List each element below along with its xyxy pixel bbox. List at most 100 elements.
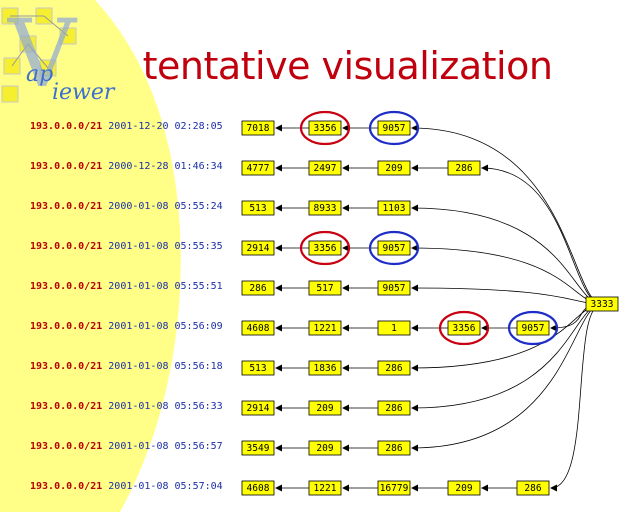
as-node	[241, 360, 275, 376]
as-number: 286	[524, 483, 541, 494]
as-node	[241, 280, 275, 296]
as-node	[447, 480, 481, 496]
as-number: 1221	[314, 483, 337, 494]
route-label: 193.0.0.0/21 2001-01-08 05:56:57	[30, 441, 223, 452]
as-node	[308, 240, 342, 256]
highlight-red-circle	[299, 110, 351, 146]
route-prefix: 193.0.0.0/21	[30, 161, 103, 172]
route-label: 193.0.0.0/21 2001-01-08 05:57:04	[30, 481, 223, 492]
route-label: 193.0.0.0/21 2001-01-08 05:55:51	[30, 281, 223, 292]
as-number: 209	[316, 443, 333, 454]
as-node	[241, 200, 275, 216]
route-label: 193.0.0.0/21 2000-01-08 05:55:24	[30, 201, 223, 212]
as-node	[308, 400, 342, 416]
as-node	[308, 200, 342, 216]
route-label: 193.0.0.0/21 2001-12-20 02:28:05	[30, 121, 223, 132]
as-number: 209	[316, 403, 333, 414]
origin-link	[550, 303, 603, 492]
as-number: 513	[249, 203, 266, 214]
as-node	[308, 360, 342, 376]
as-node	[241, 400, 275, 416]
as-node	[516, 320, 550, 336]
route-timestamp: 2001-01-08 05:55:35	[108, 241, 223, 252]
as-number: 1836	[314, 363, 337, 374]
as-node	[377, 440, 411, 456]
route-prefix: 193.0.0.0/21	[30, 481, 103, 492]
origin-link	[411, 303, 603, 412]
origin-as-node	[585, 296, 619, 312]
route-timestamp: 2001-01-08 05:56:33	[108, 401, 223, 412]
page-title: tentative visualization	[142, 44, 553, 88]
as-number: 2497	[314, 163, 337, 174]
as-number: 209	[455, 483, 472, 494]
as-number: 1	[391, 323, 397, 334]
as-number: 3356	[314, 243, 337, 254]
origin-link	[411, 124, 603, 305]
as-number: 2914	[247, 243, 270, 254]
origin-link	[411, 284, 603, 305]
as-node	[308, 120, 342, 136]
as-number: 1221	[314, 323, 337, 334]
origin-link	[411, 244, 603, 305]
highlight-blue-circle	[368, 110, 420, 146]
route-label: 193.0.0.0/21 2000-12-28 01:46:34	[30, 161, 223, 172]
as-number: 8933	[314, 203, 337, 214]
as-number: 517	[316, 283, 333, 294]
as-node	[308, 440, 342, 456]
route-prefix: 193.0.0.0/21	[30, 321, 103, 332]
as-number: 3356	[314, 123, 337, 134]
as-number: 209	[385, 163, 402, 174]
route-prefix: 193.0.0.0/21	[30, 441, 103, 452]
logo-text-bottom: iewer	[52, 80, 115, 105]
as-number: 286	[385, 363, 402, 374]
route-timestamp: 2000-01-08 05:55:24	[108, 201, 223, 212]
as-number: 9057	[383, 243, 406, 254]
highlight-blue-circle	[507, 310, 559, 346]
route-timestamp: 2000-12-28 01:46:34	[108, 161, 223, 172]
as-number: 9057	[383, 283, 406, 294]
origin-as-number: 3333	[591, 299, 614, 310]
as-node	[308, 480, 342, 496]
as-number: 286	[249, 283, 266, 294]
as-node	[377, 160, 411, 176]
highlight-red-circle	[299, 230, 351, 266]
as-node	[377, 400, 411, 416]
route-timestamp: 2001-01-08 05:56:09	[108, 321, 223, 332]
as-node	[241, 240, 275, 256]
as-node	[377, 360, 411, 376]
as-number: 286	[385, 443, 402, 454]
as-node	[241, 320, 275, 336]
as-node	[308, 280, 342, 296]
as-number: 9057	[522, 323, 545, 334]
as-number: 7018	[247, 123, 270, 134]
as-number: 3356	[453, 323, 476, 334]
as-node	[377, 320, 411, 336]
logo-letter: V	[7, 0, 78, 109]
route-label: 193.0.0.0/21 2001-01-08 05:56:18	[30, 361, 223, 372]
mapviewer-logo: V ap iewer	[0, 0, 120, 110]
route-prefix: 193.0.0.0/21	[30, 241, 103, 252]
as-node	[377, 280, 411, 296]
as-number: 3549	[247, 443, 270, 454]
route-label: 193.0.0.0/21 2001-01-08 05:55:35	[30, 241, 223, 252]
as-number: 4777	[247, 163, 270, 174]
route-label: 193.0.0.0/21 2001-01-08 05:56:09	[30, 321, 223, 332]
as-number: 2914	[247, 403, 270, 414]
as-node	[308, 160, 342, 176]
highlight-red-circle	[438, 310, 490, 346]
highlight-blue-circle	[368, 230, 420, 266]
as-node	[377, 480, 411, 496]
as-node	[516, 480, 550, 496]
as-node	[377, 240, 411, 256]
route-prefix: 193.0.0.0/21	[30, 281, 103, 292]
route-prefix: 193.0.0.0/21	[30, 201, 103, 212]
as-number: 4608	[247, 483, 270, 494]
logo-graphic: V	[1, 0, 78, 109]
route-timestamp: 2001-01-08 05:56:18	[108, 361, 223, 372]
as-number: 286	[385, 403, 402, 414]
route-timestamp: 2001-01-08 05:57:04	[108, 481, 223, 492]
route-timestamp: 2001-01-08 05:55:51	[108, 281, 223, 292]
as-node	[241, 480, 275, 496]
